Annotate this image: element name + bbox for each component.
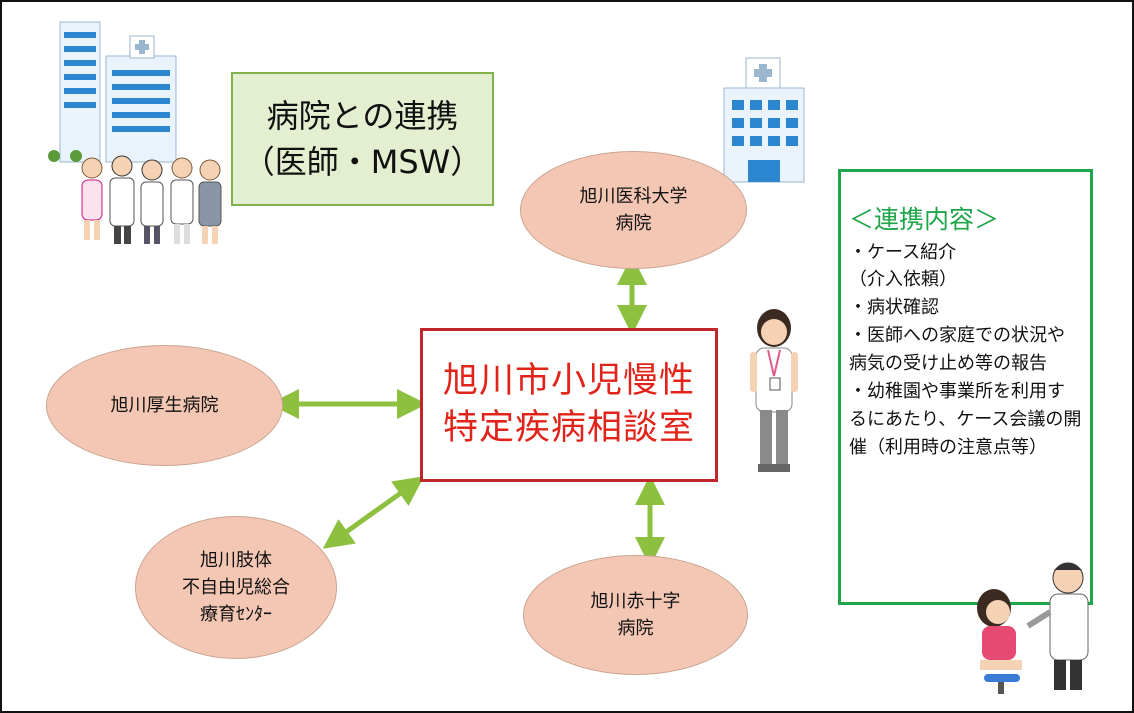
info-item: ・医師への家庭での状況や病気の受け止め等の報告 — [849, 325, 1065, 375]
center-line1: 旭川市小児慢性 — [442, 360, 695, 401]
info-item: ・病状確認 — [849, 297, 939, 319]
hospital-node-kosei: 旭川厚生病院 — [46, 345, 283, 466]
title-line1: 病院との連携 — [266, 96, 459, 135]
hospital-node-ryoiku-center: 旭川肢体 不自由児総合 療育ｾﾝﾀｰ — [135, 516, 337, 659]
nurse-icon — [750, 309, 798, 472]
title-line2: （医師・MSW） — [242, 143, 483, 181]
hospital-building-icon — [48, 21, 177, 163]
center-line2: 特定疾病相談室 — [442, 408, 695, 448]
consultation-room-box: 旭川市小児慢性 特定疾病相談室 — [420, 328, 718, 482]
info-heading: ＜連携内容＞ — [849, 205, 1000, 234]
hospital-node-red-cross: 旭川赤十字 病院 — [523, 555, 748, 675]
hospital-node-asahikawa-medical: 旭川医科大学 病院 — [520, 151, 747, 269]
info-item: ・ケース紹介 （介入依頼） — [849, 241, 957, 291]
clinic-building-icon — [723, 57, 805, 183]
doctor-patient-icon — [977, 562, 1089, 694]
info-item: ・幼稚園や事業所を利用するにあたり、ケース会議の開催（利用時の注意点等） — [849, 380, 1082, 458]
title-box: 病院との連携 （医師・MSW） — [231, 72, 494, 206]
arrow-ryoiku-center — [322, 476, 425, 549]
hospital-staff-icon — [81, 155, 222, 244]
collaboration-content-box: ＜連携内容＞ ・ケース紹介 （介入依頼） ・病状確認 ・医師への家庭での状況や病… — [838, 169, 1093, 605]
